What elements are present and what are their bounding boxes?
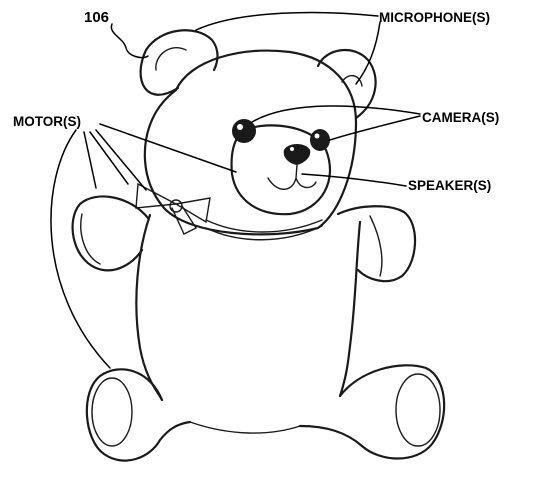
teddy-bear-illustration <box>71 29 446 462</box>
reference-number: 106 <box>84 9 109 26</box>
left-paw <box>80 213 101 265</box>
left-leg <box>85 368 192 462</box>
motor-leader-1 <box>99 123 237 173</box>
microphone-leader-right <box>355 21 381 85</box>
right-ear <box>316 48 377 120</box>
nose <box>283 144 311 165</box>
bow <box>135 182 323 241</box>
speaker-label: SPEAKER(S) <box>408 178 491 193</box>
reference-leader <box>110 23 149 59</box>
speaker-leader <box>301 173 407 187</box>
right-eye <box>310 129 330 151</box>
bottom-seam <box>189 421 301 434</box>
motor-leader-3 <box>89 131 129 185</box>
left-foot-pad <box>91 377 133 447</box>
motor-label: MOTOR(S) <box>13 114 81 129</box>
left-ear-inner <box>155 47 187 71</box>
motor-leader-2 <box>95 129 147 191</box>
right-foot-pad <box>395 373 441 447</box>
right-arm <box>336 205 417 283</box>
microphone-label: MICROPHONE(S) <box>379 10 490 25</box>
microphone-leader-left <box>195 11 379 31</box>
camera-leader-right <box>329 115 421 141</box>
camera-leader-left <box>251 105 421 123</box>
left-arm <box>71 195 150 272</box>
mouth <box>267 164 317 190</box>
right-ear-inner <box>341 75 363 87</box>
leader-lines <box>50 11 421 369</box>
right-paw <box>369 215 383 277</box>
camera-label: CAMERA(S) <box>422 110 499 125</box>
motor-leader-4 <box>83 131 97 189</box>
right-leg <box>298 364 446 460</box>
muzzle <box>230 124 332 216</box>
body <box>135 213 362 402</box>
motor-leader-5 <box>50 129 111 369</box>
left-ear <box>139 29 219 96</box>
